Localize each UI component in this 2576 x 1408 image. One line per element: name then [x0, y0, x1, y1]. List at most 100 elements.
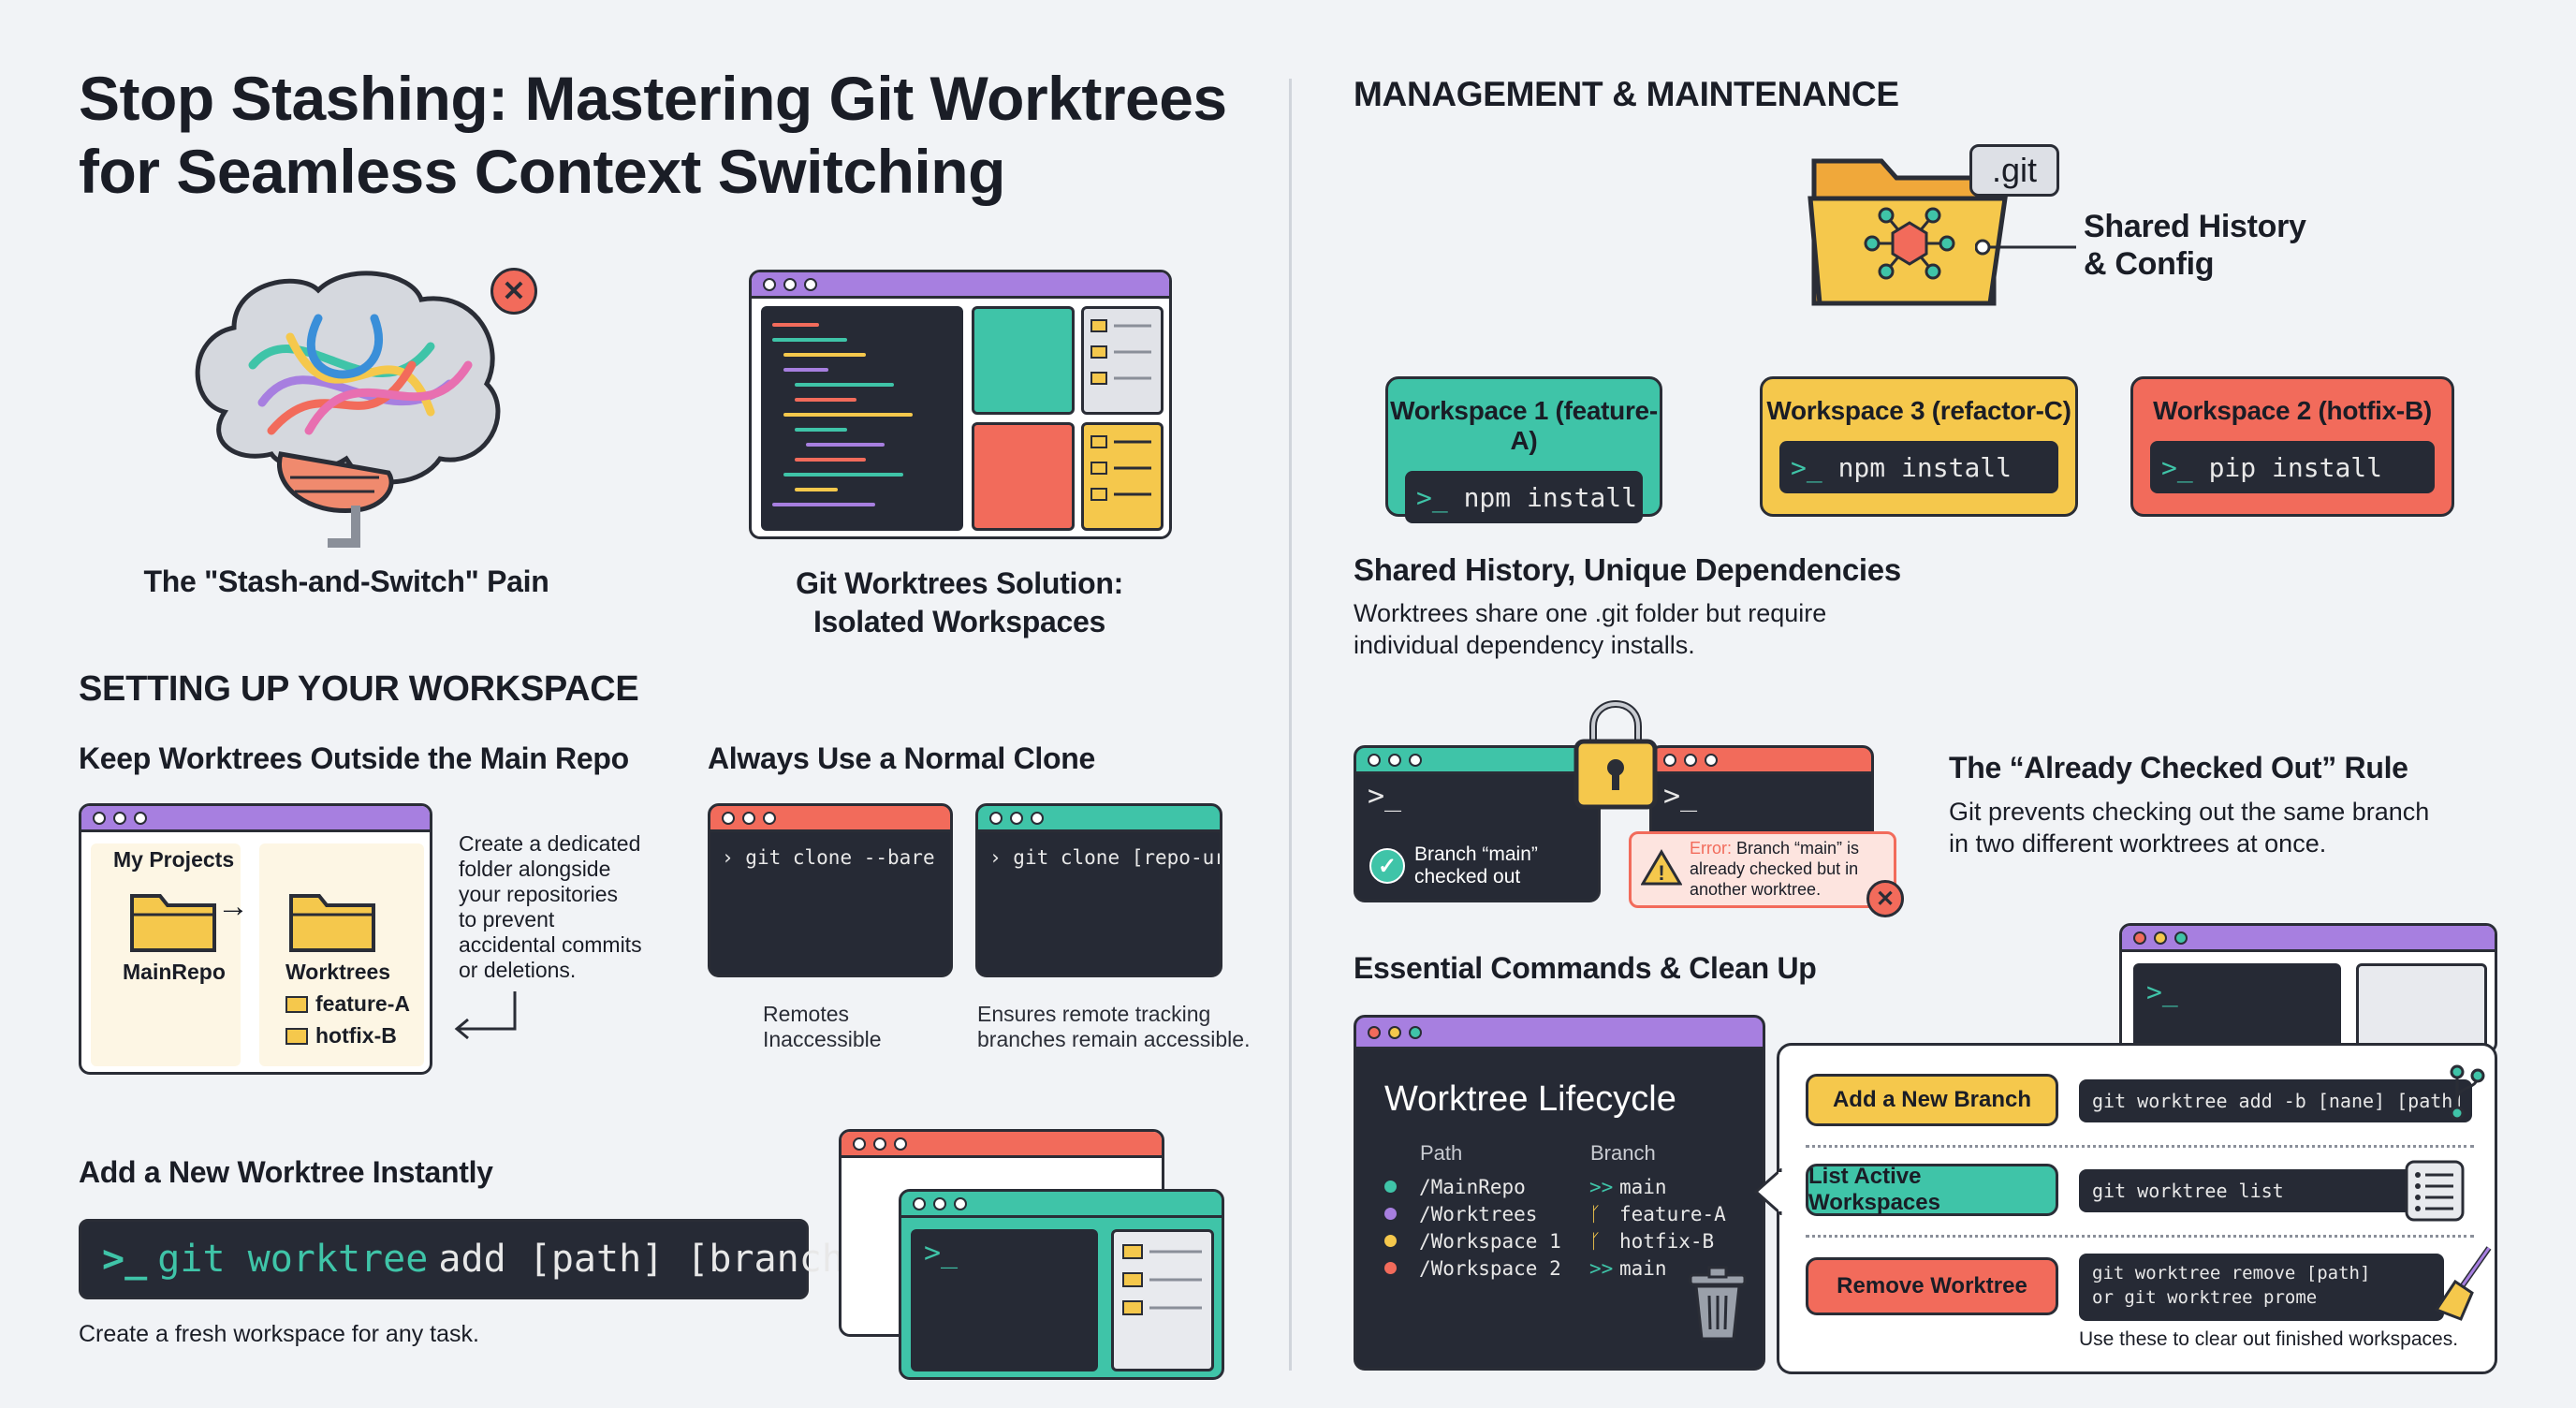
workspace-name: Workspace 2 (hotfix-B)	[2153, 396, 2432, 425]
my-projects-pane: My Projects MainRepo	[91, 843, 241, 1066]
commands-footer: Use these to clear out finished workspac…	[2079, 1328, 2459, 1350]
close-icon: ✕	[490, 268, 537, 315]
list-workspaces-button[interactable]: List Active Workspaces	[1806, 1164, 2058, 1216]
lifecycle-title: Worktree Lifecycle	[1384, 1079, 1676, 1119]
shared-history-label: Shared History& Config	[2084, 209, 2306, 282]
branch-icon	[2450, 1064, 2485, 1121]
broom-icon	[2435, 1246, 2492, 1321]
pain-caption: The "Stash-and-Switch" Pain	[143, 565, 549, 598]
arrow-right-icon: →	[217, 888, 249, 924]
tangled-brain-icon	[168, 253, 524, 552]
commands-panel: Add a New Branch git worktree add -b [na…	[1777, 1043, 2497, 1374]
workspace-command: npm install	[1837, 451, 2012, 483]
terminal-prompt: >_	[2133, 963, 2341, 1051]
setup-heading: SETTING UP YOUR WORKSPACE	[79, 669, 639, 709]
branch-marker-icon: ᚴ	[1589, 1229, 1602, 1253]
command-git: git worktree	[157, 1238, 429, 1281]
outside-title: Keep Worktrees Outside the Main Repo	[79, 741, 629, 775]
error-text: Error: Branch “main” is already checked …	[1690, 839, 1860, 899]
folder-item: hotfix-B	[285, 1023, 397, 1049]
branch-marker-icon: >>	[1589, 1256, 1614, 1280]
lifecycle-row: /Worktrees ᚴ feature-A	[1384, 1200, 1759, 1227]
remove-worktree-command: git worktree remove [path]or git worktre…	[2079, 1254, 2444, 1321]
row-branch: main	[1619, 1256, 1667, 1280]
row-path: /Workspace 1	[1419, 1229, 1561, 1253]
solution-caption: Git Worktrees Solution: Isolated Workspa…	[711, 565, 1208, 641]
warning-icon: !	[1641, 849, 1682, 886]
status-dot-icon	[1384, 1262, 1397, 1274]
code-pane	[761, 306, 963, 531]
teal-workspace-pane	[972, 306, 1075, 415]
checked-out-title: The “Already Checked Out” Rule	[1949, 751, 2408, 785]
add-worktree-title: Add a New Worktree Instantly	[79, 1155, 493, 1189]
row-branch: main	[1619, 1175, 1667, 1198]
workspace-command: pip install	[2208, 451, 2383, 483]
background-window: >_	[2119, 923, 2497, 1054]
lifecycle-row: /MainRepo >>main	[1384, 1173, 1759, 1200]
col-path-header: Path	[1420, 1141, 1463, 1165]
status-dot-icon	[1384, 1235, 1397, 1247]
solution-caption-line2: Isolated Workspaces	[812, 605, 1106, 638]
new-workspace-window: >_	[899, 1189, 1224, 1380]
checked-out-body: Git prevents checking out the same branc…	[1949, 798, 2430, 858]
lock-icon	[1573, 700, 1658, 810]
remove-worktree-button[interactable]: Remove Worktree	[1806, 1257, 2058, 1315]
commands-title: Essential Commands & Clean Up	[1354, 951, 1817, 985]
page-title: Stop Stashing: Mastering Git Worktrees f…	[79, 64, 1227, 206]
add-worktree-command: >_ git worktree add [path] [branch]	[79, 1219, 867, 1299]
lifecycle-window: Worktree Lifecycle Path Branch /MainRepo…	[1354, 1015, 1765, 1371]
add-worktree-caption: Create a fresh workspace for any task.	[79, 1321, 479, 1347]
gray-file-list	[1081, 306, 1164, 415]
git-label-bubble: .git	[1969, 144, 2059, 197]
separator	[1806, 1235, 2474, 1238]
unique-deps-title: Shared History, Unique Dependencies	[1354, 552, 1901, 587]
clone-title: Always Use a Normal Clone	[708, 741, 1095, 775]
return-arrow-icon	[454, 991, 517, 1040]
row-path: /MainRepo	[1419, 1175, 1526, 1198]
management-heading: MANAGEMENT & MAINTENANCE	[1354, 75, 1899, 113]
unique-deps-body: Worktrees share one .git folder but requ…	[1354, 599, 1827, 659]
folder-item: feature-A	[285, 991, 410, 1017]
worktrees-pane: Worktrees feature-A hotfix-B	[259, 843, 424, 1066]
solution-caption-line1: Git Worktrees Solution:	[796, 566, 1123, 600]
command-args: add [path] [branch]	[438, 1238, 867, 1281]
lifecycle-row: /Workspace 1 ᚴ hotfix-B	[1384, 1227, 1759, 1254]
row-branch: feature-A	[1619, 1202, 1726, 1225]
column-divider	[1289, 79, 1292, 1371]
folder-icon	[130, 894, 216, 952]
bare-clone-terminal: › git clone --bare	[708, 803, 953, 977]
close-icon: ✕	[1866, 880, 1904, 917]
file-list-icon	[1111, 1229, 1214, 1371]
row-branch: hotfix-B	[1619, 1229, 1715, 1253]
normal-clone-terminal: › git clone [repo-url]	[975, 803, 1222, 977]
normal-clone-command: git clone [repo-url]	[1013, 846, 1220, 869]
workspace-card: Workspace 3 (refactor-C) >_ npm install	[1760, 376, 2078, 517]
isolated-workspaces-illustration	[749, 270, 1172, 539]
branch-marker-icon: >>	[1589, 1175, 1614, 1198]
row-path: /Worktrees	[1419, 1202, 1538, 1225]
branch-marker-icon: ᚴ	[1589, 1202, 1602, 1225]
add-branch-command: git worktree add -b [nane] [path]	[2079, 1079, 2472, 1122]
terminal-prompt: >_	[911, 1229, 1098, 1371]
error-message-box: ! Error: Branch “main” is already checke…	[1629, 831, 1896, 908]
main-repo-label: MainRepo	[123, 960, 226, 984]
trash-icon	[1689, 1266, 1747, 1341]
add-branch-button[interactable]: Add a New Branch	[1806, 1074, 2058, 1126]
window-titlebar	[752, 272, 1169, 299]
projects-folder-window: My Projects MainRepo → Worktrees feature…	[79, 803, 432, 1075]
file-list-icon	[2356, 963, 2487, 1051]
folder-icon	[289, 894, 375, 952]
workspace-command: npm install	[1463, 481, 1638, 513]
yellow-file-list	[1081, 422, 1164, 531]
separator	[1806, 1145, 2474, 1148]
coral-workspace-pane	[972, 422, 1075, 531]
bare-clone-command: git clone --bare	[745, 846, 935, 869]
workspace-card: Workspace 2 (hotfix-B) >_ pip install	[2130, 376, 2454, 517]
list-workspaces-command: git worktree list	[2079, 1169, 2425, 1212]
col-branch-header: Branch	[1590, 1141, 1656, 1165]
workspace-name: Workspace 3 (refactor-C)	[1766, 396, 2071, 425]
row-path: /Workspace 2	[1419, 1256, 1561, 1280]
